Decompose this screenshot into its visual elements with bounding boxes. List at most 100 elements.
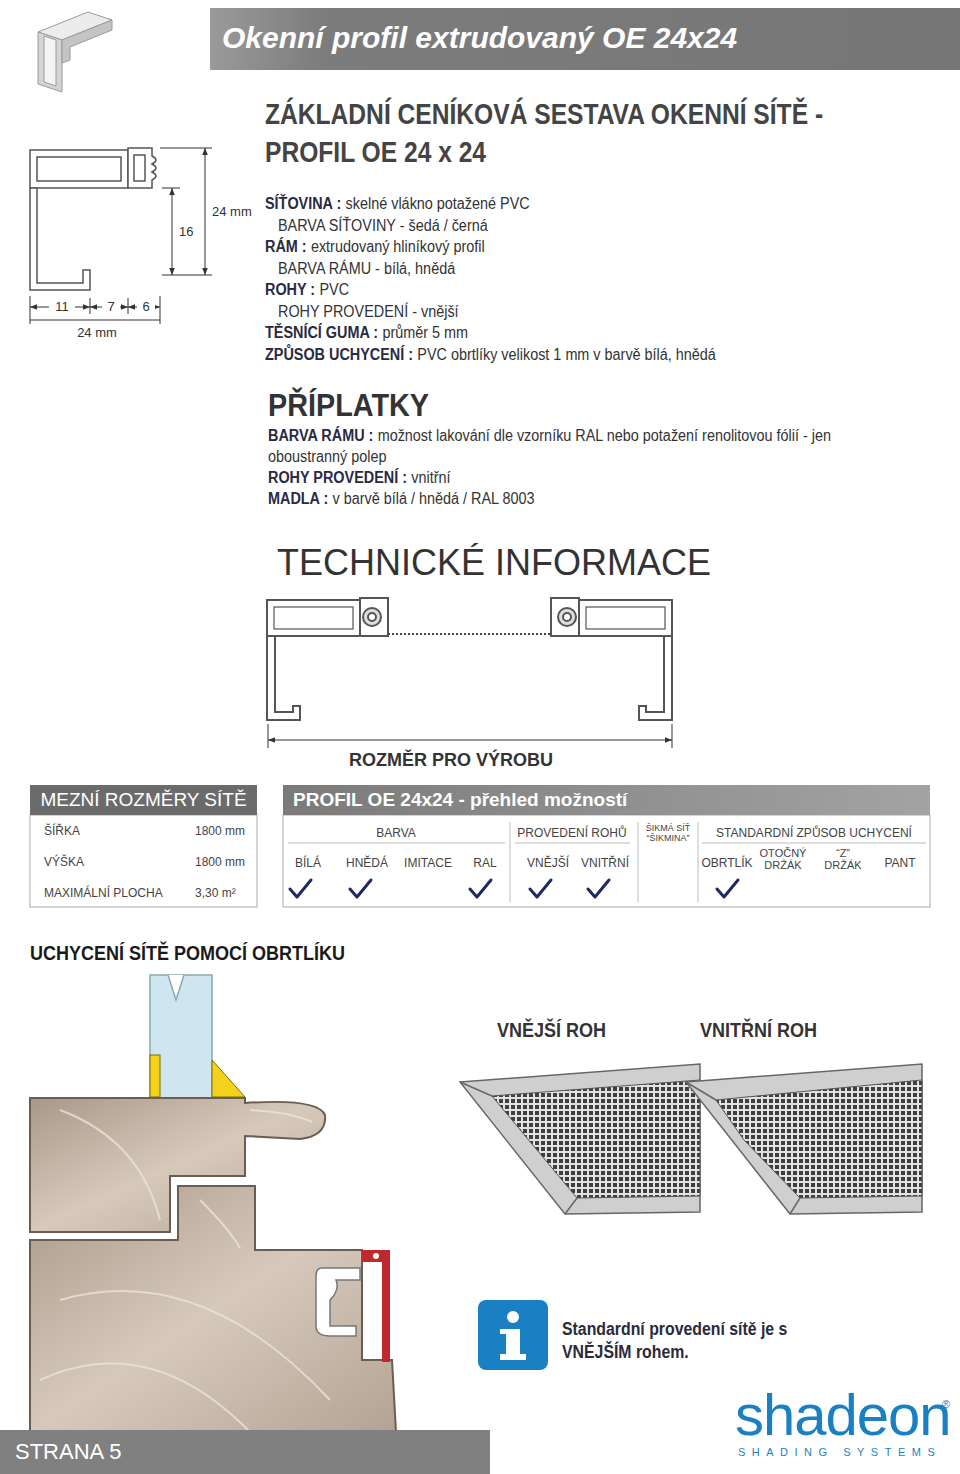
text-line: ROHY PROVEDENÍ - vnější xyxy=(278,302,908,323)
outer-corner-line xyxy=(460,1082,492,1096)
info-icon-rect xyxy=(500,1329,510,1334)
spec-key: RÁM : xyxy=(265,238,307,255)
spec-key: ROHY PROVEDENÍ : xyxy=(268,469,407,486)
corner-caption: VNITŘNÍ ROH xyxy=(700,1018,817,1042)
spec-key: SÍŤOVINA : xyxy=(265,195,341,212)
spec-value: ROHY PROVEDENÍ - vnější xyxy=(278,303,459,320)
dimension-label: 24 mm xyxy=(67,325,127,341)
frame-profile-right-circle xyxy=(563,613,571,621)
frame-profile-left-rect xyxy=(274,607,353,629)
table-rules-line xyxy=(288,843,505,844)
spec-value: extrudovaný hliníkový profil xyxy=(311,238,485,255)
spec-value: PVC xyxy=(319,281,349,298)
text-line: SÍŤOVINA : skelné vlákno potažené PVC xyxy=(265,194,895,215)
profile-section xyxy=(30,148,156,290)
window-section-rect xyxy=(382,1250,390,1362)
profile-icon-polygon xyxy=(62,20,112,63)
window-section-rect xyxy=(150,1055,160,1097)
table-cell: VNITŘNÍ xyxy=(577,856,633,870)
profile-section-rect xyxy=(134,155,145,181)
page-number-band: STRANA 5 xyxy=(0,1430,490,1474)
dimension-lines-line xyxy=(128,298,129,314)
spec-value: v barvě bílá / hnědá / RAL 8003 xyxy=(333,490,535,507)
spec-value: PVC obrtlíky velikost 1 mm v barvě bílá,… xyxy=(417,346,716,363)
dimension-lines-line xyxy=(172,188,173,275)
dimension-label: 7 xyxy=(102,299,120,315)
spec-key: MADLA : xyxy=(268,490,328,507)
window-section-circle xyxy=(373,1253,379,1259)
table-rules-line xyxy=(510,822,511,902)
table-rules-line xyxy=(638,822,639,902)
text-line: ROHY :PVC xyxy=(265,280,895,301)
window-section-path xyxy=(30,1186,396,1432)
text-line: BARVA RÁMU - bílá, hnědá xyxy=(278,259,908,280)
table-cell: STANDARDNÍ ZPŮSOB UCHYCENÍ xyxy=(699,826,929,840)
table-header-band: PROFIL OE 24x24 - přehled možností xyxy=(283,785,930,815)
profile-section-path xyxy=(30,188,90,290)
window-section-polygon xyxy=(212,1060,245,1097)
spec-value: průměr 5 mm xyxy=(382,324,468,341)
window-section-path xyxy=(40,1110,330,1432)
table-rules-line xyxy=(698,822,699,902)
spec-key: TĚSNÍCÍ GUMA : xyxy=(265,324,378,341)
info-icon-rect xyxy=(478,1300,548,1370)
spec-key: BARVA RÁMU : xyxy=(268,427,373,444)
profile-section-rect xyxy=(37,157,121,181)
brand-tagline: SHADING SYSTEMS xyxy=(738,1446,941,1459)
dimension-label: 24 mm xyxy=(210,204,254,220)
frame-profile-right-path xyxy=(639,636,672,720)
table-cell: BARVA xyxy=(296,826,496,840)
spec-value: skelné vlákno potažené PVC xyxy=(346,195,530,212)
info-icon-circle xyxy=(507,1311,519,1323)
frame-profile-right-rect xyxy=(551,598,579,636)
table-rules-line xyxy=(702,843,926,844)
table-cell: “Z” DRŽÁK xyxy=(817,847,869,871)
window-section-polyline xyxy=(168,975,184,1000)
spec-key: ROHY : xyxy=(265,281,315,298)
dimension-lines-line xyxy=(30,320,160,321)
text-line: BARVA RÁMU :možnost lakování dle vzorník… xyxy=(268,426,880,468)
inner-corner-polygon xyxy=(686,1064,922,1214)
header-band xyxy=(210,8,960,70)
dimension-lines-line xyxy=(160,148,212,149)
dimension-label: ROZMĚR PRO VÝROBU xyxy=(321,750,581,772)
table-cell: MAXIMÁLNÍ PLOCHA xyxy=(44,886,163,900)
frame-profile-right-rect xyxy=(586,607,665,629)
section-heading: TECHNICKÉ INFORMACE xyxy=(277,541,711,584)
page-heading: ZÁKLADNÍ CENÍKOVÁ SESTAVA OKENNÍ SÍTĚ - … xyxy=(265,95,905,170)
frame-profile-right-rect xyxy=(579,600,672,636)
frame-profile-left-path xyxy=(267,636,300,720)
table-cell: 3,30 m² xyxy=(195,886,236,900)
inner-corner-line xyxy=(686,1082,716,1100)
frame-profile-left xyxy=(267,598,388,720)
production-dimension xyxy=(268,724,672,748)
checkmarks-path xyxy=(717,880,738,897)
outer-corner xyxy=(460,1064,700,1214)
frame-profile-left-rect xyxy=(360,598,388,636)
limits-table xyxy=(30,815,257,907)
checkmarks-path xyxy=(470,880,491,897)
table-rules-line xyxy=(515,843,630,844)
inner-corner-line xyxy=(790,1198,800,1214)
table-cell: PROVEDENÍ ROHŮ xyxy=(515,826,630,840)
section-heading: UCHYCENÍ SÍTĚ POMOCÍ OBRTLÍKU xyxy=(30,941,345,965)
frame-profile-left-circle xyxy=(368,613,376,621)
table-cell: BÍLÁ xyxy=(283,856,333,870)
table-cell: OTOČNÝ DRŽÁK xyxy=(757,847,809,871)
window-section xyxy=(30,975,396,1432)
spec-value: BARVA RÁMU - bílá, hnědá xyxy=(278,260,455,277)
spec-value: BARVA SÍŤOVINY - šedá / černá xyxy=(278,217,488,234)
production-dimension-line xyxy=(672,724,673,748)
table-cell: VNĚJŠÍ xyxy=(523,856,573,870)
profile-icon-polygon xyxy=(44,36,56,86)
outer-corner-polygon xyxy=(492,1080,700,1198)
checkmarks xyxy=(290,880,738,897)
spec-value: vnitřní xyxy=(411,469,450,486)
table-cell: OBRTLÍK xyxy=(697,856,757,870)
text-line: BARVA SÍŤOVINY - šedá / černá xyxy=(278,216,908,237)
brand-mark: ® xyxy=(942,1398,950,1411)
text-line: MADLA : v barvě bílá / hnědá / RAL 8003 xyxy=(268,489,898,510)
table-cell: RAL xyxy=(465,856,505,870)
